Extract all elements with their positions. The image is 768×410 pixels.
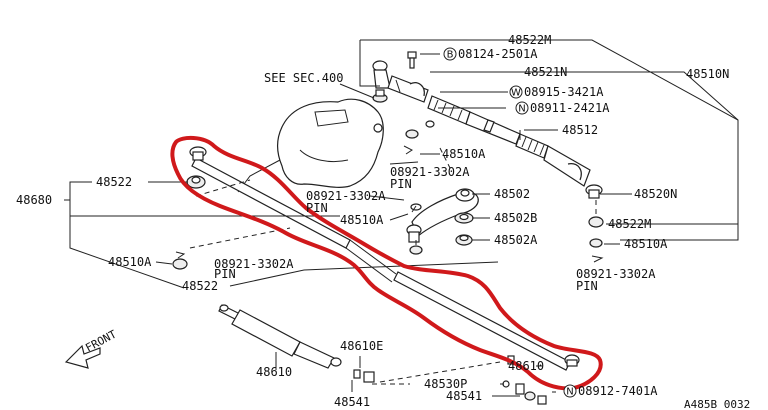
right-side-nuts xyxy=(588,216,604,263)
label-48610e: 48610E xyxy=(340,339,383,353)
steering-gear-housing xyxy=(237,98,384,193)
label-pin-right: PIN xyxy=(576,279,598,293)
label-08921-3302a-right: 08921-3302A xyxy=(576,267,656,281)
symbol-n-top: N xyxy=(515,101,529,115)
tie-rod-assembly xyxy=(372,60,603,199)
label-48510a-idler: 48510A xyxy=(340,213,384,227)
label-48510a-left: 48510A xyxy=(108,255,152,269)
label-48680: 48680 xyxy=(16,193,52,207)
diagram-code: A485B 0032 xyxy=(684,398,750,410)
label-48530p: 48530P xyxy=(424,377,467,391)
label-48522-top: 48522 xyxy=(96,175,132,189)
label-48522m-top: 48522M xyxy=(508,33,551,47)
center-link-rod xyxy=(191,157,571,371)
symbol-b-text: B xyxy=(447,50,454,61)
label-48522-bottom: 48522 xyxy=(182,279,218,293)
steering-damper xyxy=(218,304,375,383)
highlight-outline xyxy=(170,135,603,391)
symbol-w-text: W xyxy=(511,88,521,99)
top-fasteners xyxy=(372,51,435,155)
label-48512: 48512 xyxy=(562,123,598,137)
label-48510n: 48510N xyxy=(686,67,729,81)
label-48502: 48502 xyxy=(494,187,530,201)
label-48502a: 48502A xyxy=(494,233,538,247)
right-ball-joint xyxy=(564,354,580,367)
label-48541-mid: 48541 xyxy=(446,389,482,403)
label-48610: 48610 xyxy=(256,365,292,379)
label-48510a-center: 48510A xyxy=(442,147,486,161)
label-front: FRONT xyxy=(83,327,119,354)
symbol-b: B xyxy=(443,47,457,61)
label-08911-2421a: 08911-2421A xyxy=(530,101,610,115)
label-see-sec-400: SEE SEC.400 xyxy=(264,71,343,85)
symbol-n-top-text: N xyxy=(518,104,525,115)
label-08921-3302a-center: 08921-3302A xyxy=(390,165,470,179)
idler-bushings xyxy=(454,212,474,246)
left-side-nut xyxy=(172,251,188,270)
label-08915-3421a: 08915-3421A xyxy=(524,85,604,99)
symbol-n-bottom: N xyxy=(563,384,577,398)
symbol-n-bottom-text: N xyxy=(566,387,573,398)
label-08124-2501a: 08124-2501A xyxy=(458,47,538,61)
front-arrow-icon xyxy=(64,344,101,369)
label-48521n: 48521N xyxy=(524,65,567,79)
label-48510a-right: 48510A xyxy=(624,237,668,251)
label-48610-small: 48610 xyxy=(508,359,544,373)
label-08921-3302a-left: 08921-3302A xyxy=(306,189,386,203)
label-48541-left: 48541 xyxy=(334,395,370,409)
label-48502b: 48502B xyxy=(494,211,537,225)
label-pin-bottom-left: PIN xyxy=(214,267,236,281)
label-08921-3302a-bottom-left: 08921-3302A xyxy=(214,257,294,271)
label-08912-7401a: 08912-7401A xyxy=(578,384,658,398)
label-pin-left: PIN xyxy=(306,201,328,215)
idler-arm xyxy=(406,188,479,255)
label-48522m-right: 48522M xyxy=(608,217,651,231)
label-pin-center: PIN xyxy=(390,177,412,191)
symbol-w: W xyxy=(509,85,523,99)
label-48520n: 48520N xyxy=(634,187,677,201)
